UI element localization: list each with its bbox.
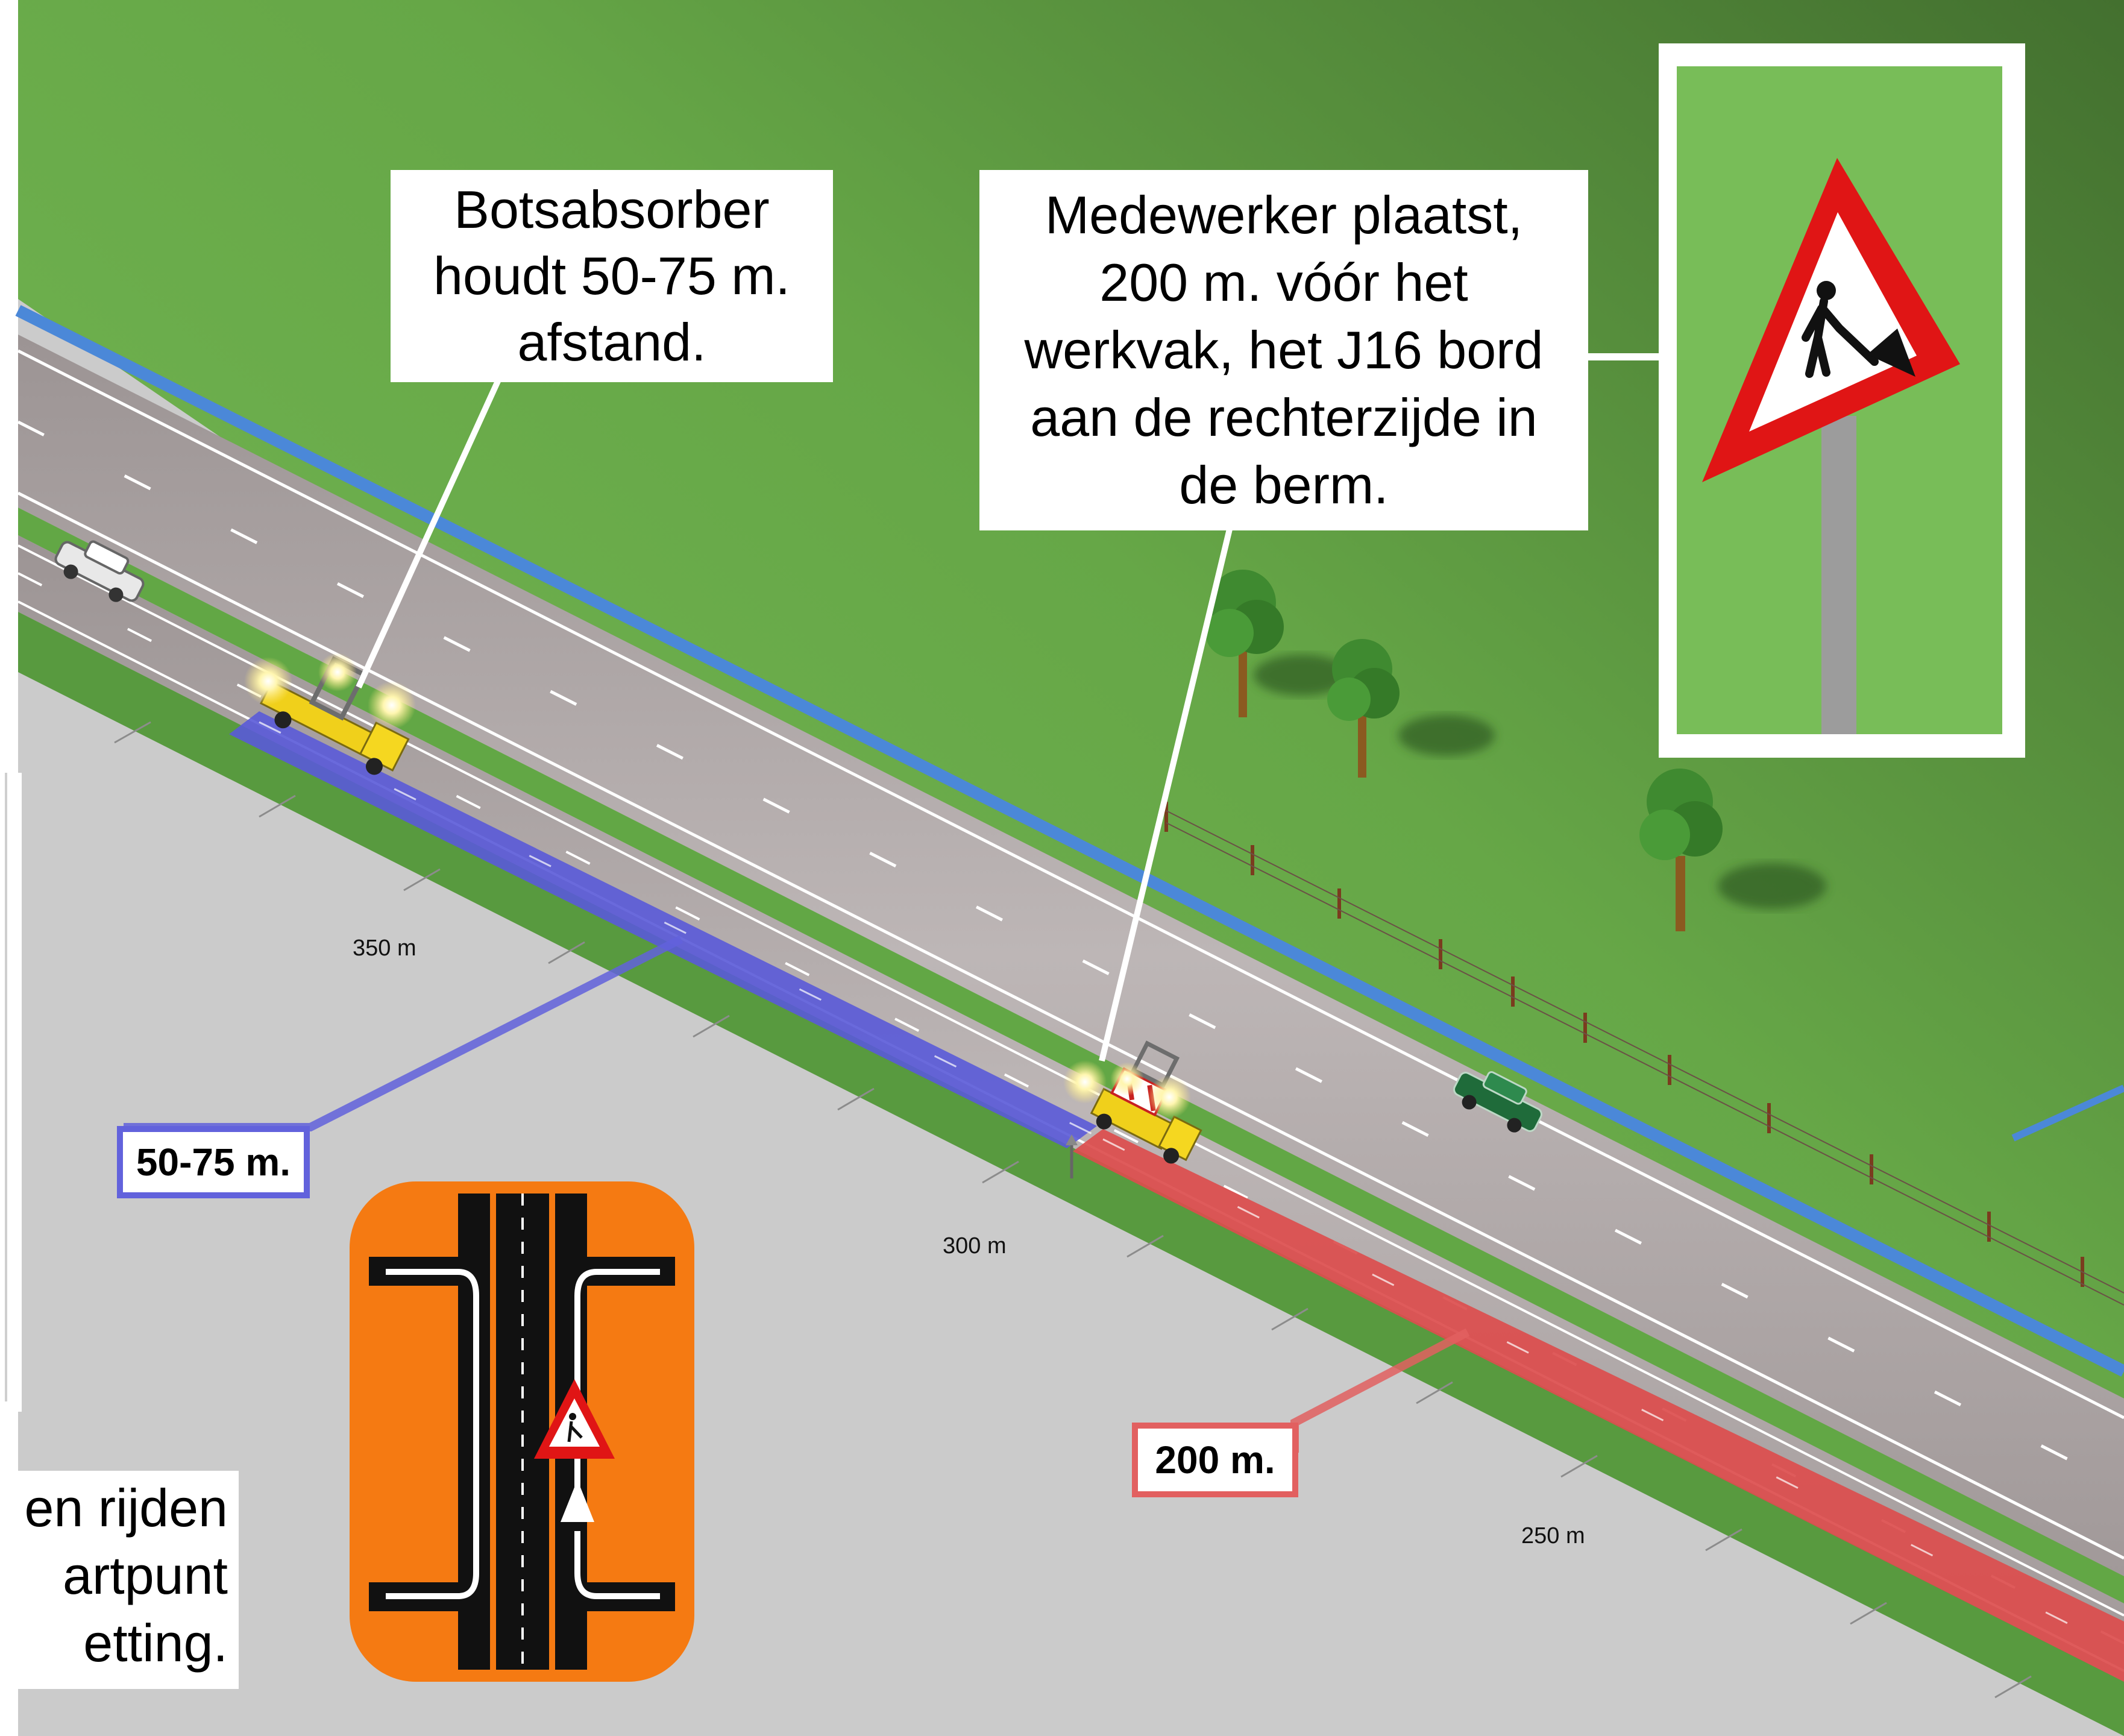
white-car [54,540,145,602]
worker-callout-line: aan de rechterzijde in [1030,388,1538,447]
worker-callout-line: Medewerker plaatst, [1045,185,1523,245]
distance-marker: 300 m [943,1233,1007,1259]
worker-callout: Medewerker plaatst, 200 m. vóór het werk… [979,170,1588,530]
absorber-leader [356,377,502,689]
junction-icon [350,1181,694,1682]
left-caption: en rijden artpunt etting. [0,1471,239,1689]
median-strip [18,508,2124,1603]
tree-2 [1327,639,1495,778]
worker-callout-line: werkvak, het J16 bord [1024,320,1544,380]
sign-truck [1090,1040,1202,1164]
worker-callout-line: de berm. [1179,455,1389,515]
fence [1164,802,2084,1287]
absorber-callout-line: Botsabsorber [454,180,770,239]
tree-1 [1205,570,1350,717]
upper-roadway [18,335,2124,1576]
buffer-distance-label: 50-75 m. [117,1126,310,1198]
ditch [15,305,2124,1377]
left-caption-line: artpunt [63,1546,228,1605]
absorber-callout-line: houdt 50-75 m. [433,246,790,306]
left-caption-line: en rijden [24,1478,228,1538]
left-caption-line: etting. [83,1613,228,1673]
worker-leader [1099,528,1233,1062]
sign-zone [1073,1129,2124,1682]
j16-sign-panel [1659,43,2025,758]
sign-distance-label: 200 m. [1132,1423,1298,1497]
worker-callout-line: 200 m. vóór het [1099,253,1468,312]
green-car [1453,1071,1542,1133]
distance-marker: 250 m [1521,1523,1585,1549]
absorber-callout: Botsabsorber houdt 50-75 m. afstand. [391,170,833,382]
tree-3 [1639,769,1826,931]
buffer-zone [229,711,1097,1148]
absorber-callout-line: afstand. [517,312,706,372]
distance-ticks [114,721,2032,1699]
distance-marker: 350 m [353,936,416,961]
